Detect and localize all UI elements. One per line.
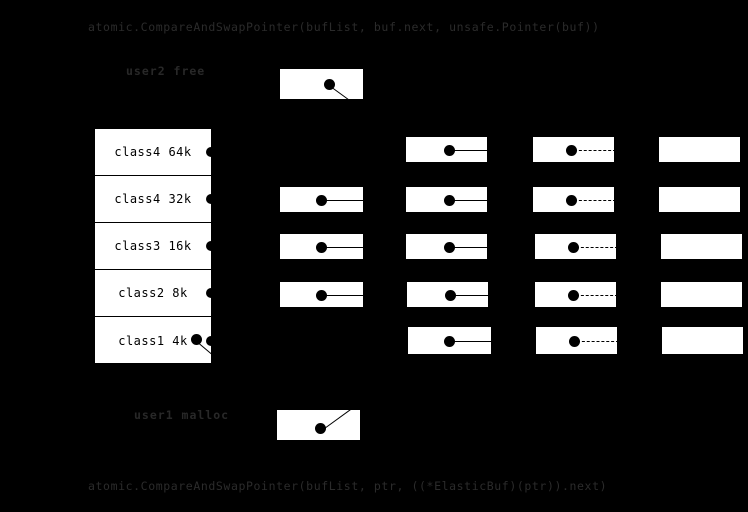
list-node[interactable] [407, 326, 493, 355]
node-link-solid [324, 295, 365, 296]
node-link-solid [324, 247, 365, 248]
node-pointer-dot [569, 336, 580, 347]
node-pointer-dot [444, 145, 455, 156]
node-pointer-dot [445, 290, 456, 301]
list-node-tail[interactable] [660, 281, 743, 308]
node-pointer-dot [316, 195, 327, 206]
label-user1-malloc: user1 malloc [134, 408, 230, 422]
list-node[interactable] [279, 281, 365, 308]
node-pointer-dot [444, 242, 455, 253]
list-node[interactable] [532, 186, 616, 213]
class1-inline-dot [191, 334, 202, 345]
size-class-column: class4 64k class4 32k class3 16k class2 … [94, 128, 218, 364]
node-pointer-dot [444, 195, 455, 206]
size-class-head-dot [206, 241, 216, 251]
size-class-row-class2-8k[interactable]: class2 8k [95, 270, 216, 317]
list-node[interactable] [405, 186, 489, 213]
malloc-node-pointer-dot [315, 423, 326, 434]
node-pointer-dot [568, 242, 579, 253]
size-class-label: class3 16k [114, 239, 192, 253]
node-pointer-dot [568, 290, 579, 301]
list-node[interactable] [279, 186, 365, 213]
size-class-row-class4-64k[interactable]: class4 64k [95, 129, 216, 176]
size-class-row-class1-4k[interactable]: class1 4k [95, 317, 218, 364]
list-node[interactable] [279, 233, 365, 260]
node-pointer-dot [316, 290, 327, 301]
list-node[interactable] [406, 281, 490, 308]
node-link-dashdot [576, 247, 618, 248]
node-pointer-dot [444, 336, 455, 347]
size-class-row-class4-32k[interactable]: class4 32k [95, 176, 216, 223]
node-link-dashdot [574, 150, 616, 151]
size-class-label: class4 32k [114, 192, 192, 206]
node-pointer-dot [316, 242, 327, 253]
size-class-row-class3-16k[interactable]: class3 16k [95, 223, 216, 270]
list-node-tail[interactable] [658, 186, 741, 213]
node-pointer-dot [566, 195, 577, 206]
node-link-solid [452, 150, 489, 151]
code-line-top: atomic.CompareAndSwapPointer(bufList, bu… [88, 20, 600, 34]
list-node[interactable] [534, 233, 618, 260]
node-link-solid [324, 200, 365, 201]
free-node-box[interactable] [279, 68, 369, 115]
list-node-tail[interactable] [661, 326, 744, 355]
label-user2-free: user2 free [126, 64, 206, 78]
list-node[interactable] [405, 233, 489, 260]
size-class-head-dot [206, 194, 216, 204]
size-class-head-dot [206, 288, 216, 298]
code-line-bottom: atomic.CompareAndSwapPointer(bufList, pt… [88, 479, 608, 493]
node-link-solid [452, 247, 489, 248]
list-node[interactable] [405, 136, 489, 163]
free-node-link [331, 87, 369, 115]
node-pointer-dot [566, 145, 577, 156]
list-node[interactable] [532, 136, 616, 163]
list-node-tail[interactable] [658, 136, 741, 163]
node-link-solid [452, 341, 493, 342]
list-node[interactable] [535, 326, 619, 355]
size-class-head-dot [206, 335, 216, 346]
free-node-pointer-dot [324, 79, 335, 90]
node-link-dashdot [577, 341, 619, 342]
size-class-head-dot [206, 147, 216, 157]
size-class-label: class4 64k [114, 145, 192, 159]
size-class-label: class1 4k [118, 333, 188, 348]
node-link-solid [452, 200, 489, 201]
node-link-solid [453, 295, 490, 296]
malloc-node-box[interactable] [276, 402, 361, 441]
node-link-dashdot [574, 200, 616, 201]
size-class-label: class2 8k [118, 286, 188, 300]
node-link-dashdot [576, 295, 618, 296]
list-node[interactable] [534, 281, 618, 308]
malloc-node-link [323, 402, 360, 430]
list-node-tail[interactable] [660, 233, 743, 260]
